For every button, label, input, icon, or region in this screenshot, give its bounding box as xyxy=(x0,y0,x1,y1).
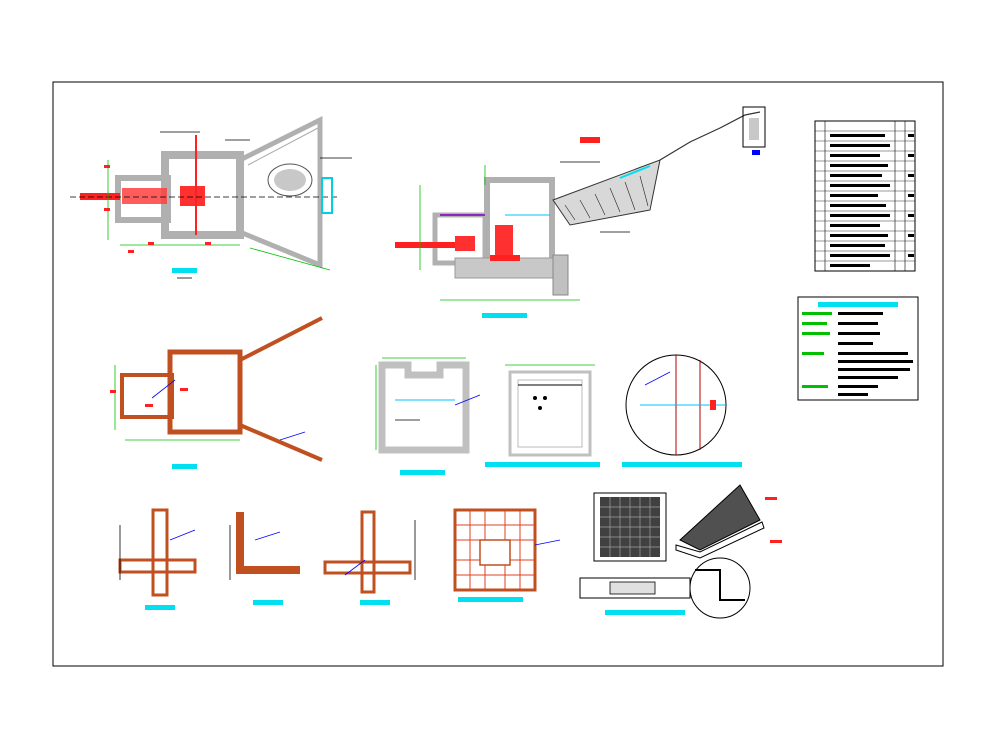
section-view-intake xyxy=(395,106,766,318)
bill-of-materials-table xyxy=(814,120,916,272)
general-notes-block xyxy=(797,296,919,401)
wall-corner-detail-1 xyxy=(118,508,197,610)
box-section xyxy=(375,357,481,475)
wall-corner-detail-2 xyxy=(229,512,300,605)
sheet-border xyxy=(52,81,944,667)
detail-circle xyxy=(622,354,742,467)
slab-reinforcement-plan xyxy=(453,508,561,602)
plan-view-reinforcement xyxy=(110,316,323,469)
box-elevation xyxy=(485,364,600,467)
wall-corner-detail-3 xyxy=(323,510,416,605)
plan-view-intake xyxy=(70,115,352,279)
manhole-cover-detail xyxy=(579,484,782,619)
